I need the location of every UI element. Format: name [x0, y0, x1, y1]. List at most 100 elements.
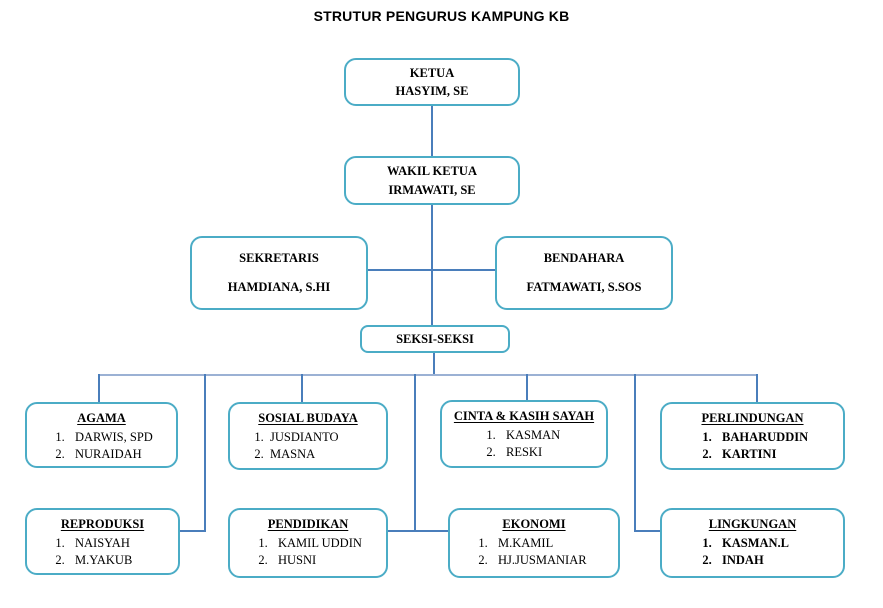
- box-sosial-budaya-title: SOSIAL BUDAYA: [258, 411, 358, 425]
- list-item-name: KAMIL UDDIN: [278, 536, 362, 551]
- box-wakil-ketua-name: IRMAWATI, SE: [388, 182, 476, 197]
- list-item: 2. MASNA: [238, 446, 378, 463]
- box-reproduksi-title: REPRODUKSI: [60, 517, 145, 531]
- connector-sekretaris-bendahara: [368, 269, 495, 271]
- list-item: 2. NURAIDAH: [35, 446, 168, 463]
- box-perlindungan: PERLINDUNGAN 1. BAHARUDDIN 2. KARTINI: [660, 402, 845, 470]
- list-item-number: 1.: [702, 536, 712, 551]
- list-item-name: INDAH: [722, 553, 764, 567]
- box-ketua: KETUA HASYIM, SE: [344, 58, 520, 106]
- box-ekonomi-title: EKONOMI: [502, 517, 566, 531]
- list-item: 2. KARTINI: [670, 446, 835, 463]
- list-item-number: 1.: [55, 536, 65, 551]
- list-item-number: 2.: [254, 447, 264, 461]
- box-lingkungan: LINGKUNGAN 1. KASMAN.L 2. INDAH: [660, 508, 845, 578]
- list-item-name: M.KAMIL: [498, 536, 554, 551]
- box-cinta-kasih-title: CINTA & KASIH SAYAH: [453, 409, 595, 423]
- box-sekretaris-name: HAMDIANA, S.HI: [227, 280, 331, 295]
- list-item-number: 1.: [55, 430, 65, 445]
- box-reproduksi: REPRODUKSI 1. NAISYAH 2. M.YAKUB: [25, 508, 180, 575]
- list-item-number: 1.: [702, 430, 712, 445]
- list-item-number: 2.: [258, 553, 268, 567]
- list-item: 2. M.YAKUB: [35, 552, 170, 569]
- list-item: 1. KAMIL UDDIN: [238, 535, 378, 552]
- box-bendahara-role: BENDAHARA: [543, 251, 625, 266]
- list-item-name: KARTINI: [722, 447, 777, 461]
- connector-drop-perlindungan: [756, 374, 758, 402]
- box-sekretaris-role: SEKRETARIS: [239, 251, 319, 266]
- box-pendidikan: PENDIDIKAN 1. KAMIL UDDIN 2. HUSNI: [228, 508, 388, 578]
- box-sosial-budaya-members: 1.JUSDIANTO 2. MASNA: [238, 429, 378, 463]
- box-seksi-seksi-label: SEKSI-SEKSI: [396, 331, 474, 346]
- connector-drop-cinta: [526, 374, 528, 400]
- box-cinta-kasih: CINTA & KASIH SAYAH 1. KASMAN 2. RESKI: [440, 400, 608, 468]
- page-title: STRUTUR PENGURUS KAMPUNG KB: [313, 8, 570, 24]
- list-item-name: JUSDIANTO: [270, 430, 339, 445]
- list-item-number: 2.: [702, 447, 712, 461]
- list-item: 1.JUSDIANTO: [238, 429, 378, 446]
- box-pendidikan-title: PENDIDIKAN: [267, 517, 349, 531]
- connector-drop-sosial-budaya: [301, 374, 303, 402]
- list-item-number: 2.: [486, 445, 496, 459]
- list-item: 2. HJ.JUSMANIAR: [458, 552, 610, 569]
- box-reproduksi-members: 1. NAISYAH 2. M.YAKUB: [35, 535, 170, 569]
- list-item-number: 2.: [478, 553, 488, 567]
- list-item: 1. BAHARUDDIN: [670, 429, 835, 446]
- list-item: 2. RESKI: [450, 444, 598, 461]
- box-lingkungan-members: 1. KASMAN.L 2. INDAH: [670, 535, 835, 569]
- list-item: 1. M.KAMIL: [458, 535, 610, 552]
- box-seksi-seksi: SEKSI-SEKSI: [360, 325, 510, 353]
- list-item: 1. DARWIS, SPD: [35, 429, 168, 446]
- list-item-number: 2.: [702, 553, 712, 567]
- box-bendahara: BENDAHARA FATMAWATI, S.SOS: [495, 236, 673, 310]
- box-wakil-ketua: WAKIL KETUA IRMAWATI, SE: [344, 156, 520, 205]
- list-item-name: KASMAN: [506, 428, 561, 443]
- box-ekonomi-members: 1. M.KAMIL 2. HJ.JUSMANIAR: [458, 535, 610, 569]
- box-agama-title: AGAMA: [77, 411, 126, 425]
- list-item: 1. KASMAN: [450, 427, 598, 444]
- connector-drop-agama: [98, 374, 100, 402]
- connector-drop-lingkungan: [634, 374, 636, 532]
- box-ketua-role: KETUA: [409, 65, 455, 80]
- list-item-name: NURAIDAH: [75, 447, 142, 461]
- connector-elbow-lingkungan: [634, 530, 660, 532]
- list-item-name: BAHARUDDIN: [722, 430, 809, 445]
- list-item-number: 1.: [478, 536, 488, 551]
- box-agama-members: 1. DARWIS, SPD 2. NURAIDAH: [35, 429, 168, 463]
- list-item-name: HJ.JUSMANIAR: [498, 553, 587, 567]
- connector-elbow-pendidikan-ekonomi: [388, 530, 448, 532]
- box-sekretaris: SEKRETARIS HAMDIANA, S.HI: [190, 236, 368, 310]
- box-perlindungan-title: PERLINDUNGAN: [701, 411, 804, 425]
- box-wakil-ketua-role: WAKIL KETUA: [387, 164, 477, 179]
- list-item-number: 1.: [258, 536, 268, 551]
- box-cinta-kasih-members: 1. KASMAN 2. RESKI: [450, 427, 598, 461]
- list-item: 1. KASMAN.L: [670, 535, 835, 552]
- box-ekonomi: EKONOMI 1. M.KAMIL 2. HJ.JUSMANIAR: [448, 508, 620, 578]
- box-bendahara-name: FATMAWATI, S.SOS: [526, 280, 642, 295]
- list-item-name: RESKI: [506, 445, 543, 459]
- list-item-number: 2.: [55, 553, 65, 567]
- list-item-name: NAISYAH: [75, 536, 130, 551]
- list-item: 1. NAISYAH: [35, 535, 170, 552]
- box-ketua-name: HASYIM, SE: [395, 84, 469, 98]
- list-item: 2. HUSNI: [238, 552, 378, 569]
- list-item-name: HUSNI: [278, 553, 317, 567]
- list-item-number: 1.: [486, 428, 496, 443]
- box-perlindungan-members: 1. BAHARUDDIN 2. KARTINI: [670, 429, 835, 463]
- list-item-name: KASMAN.L: [722, 536, 790, 551]
- box-pendidikan-members: 1. KAMIL UDDIN 2. HUSNI: [238, 535, 378, 569]
- list-item: 2. INDAH: [670, 552, 835, 569]
- box-agama: AGAMA 1. DARWIS, SPD 2. NURAIDAH: [25, 402, 178, 468]
- connector-elbow-reproduksi: [180, 530, 206, 532]
- list-item-name: M.YAKUB: [75, 553, 133, 567]
- box-lingkungan-title: LINGKUNGAN: [708, 517, 797, 531]
- connector-drop-reproduksi: [204, 374, 206, 532]
- connector-ketua-wakil: [431, 106, 433, 156]
- box-sosial-budaya: SOSIAL BUDAYA 1.JUSDIANTO 2. MASNA: [228, 402, 388, 470]
- connector-drop-pendidikan-ekonomi: [414, 374, 416, 532]
- connector-seksi-bus: [433, 353, 435, 375]
- list-item-name: DARWIS, SPD: [75, 430, 153, 445]
- list-item-name: MASNA: [270, 447, 316, 461]
- list-item-number: 2.: [55, 447, 65, 461]
